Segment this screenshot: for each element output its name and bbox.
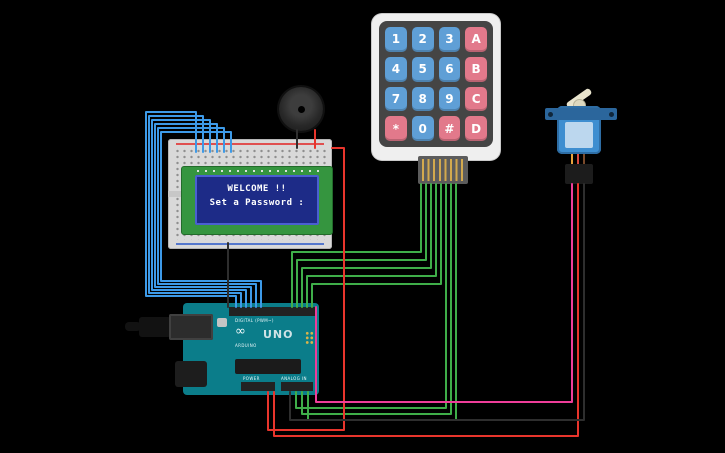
servo-screw-hole [609,111,614,117]
lcd-line-2: Set a Password : [209,198,305,208]
digital-pin-header[interactable] [229,307,315,316]
arduino-logo-icon: ∞ [235,324,246,339]
wire-keypad-5[interactable] [311,183,442,308]
wire-keypad-7[interactable] [301,183,452,415]
keypad-key-#[interactable]: # [438,116,461,141]
wire-servo-ground[interactable] [289,183,585,421]
servo-mounting-flange [545,108,617,120]
wire-lcd-2[interactable] [148,115,242,308]
wire-servo-signal[interactable] [315,183,573,403]
wire-keypad-3[interactable] [301,183,432,308]
keypad-key-8[interactable]: 8 [411,86,434,112]
keypad-key-B[interactable]: B [465,56,487,82]
wire-power-servo[interactable] [273,183,579,437]
breadboard-positive-rail [176,143,324,145]
lcd-pins [194,169,320,173]
power-jack [175,361,207,387]
servo-connector[interactable] [565,164,593,184]
analog-pins-label: ANALOG IN [281,376,307,381]
icsp-header [305,331,314,345]
power-pins-label: POWER [243,376,260,381]
keypad-key-*[interactable]: * [385,116,407,141]
usb-plug [139,317,171,337]
atmega-chip [235,359,301,374]
keypad-connector[interactable] [418,156,468,184]
keypad-key-2[interactable]: 2 [411,27,434,52]
buzzer[interactable] [279,87,323,131]
lcd-screen: WELCOME !! Set a Password : [195,175,319,225]
wire-lcd-3[interactable] [151,119,247,308]
analog-pin-header[interactable] [281,382,313,391]
keypad-key-0[interactable]: 0 [411,116,434,141]
servo-screw-hole [548,111,553,117]
wire-lcd-6[interactable] [160,131,262,308]
wire-keypad-4[interactable] [306,183,437,308]
keypad-key-C[interactable]: C [465,86,487,112]
servo-signal-lead [571,154,573,165]
wire-keypad-6[interactable] [295,183,447,409]
wire-lcd-1[interactable] [145,111,237,308]
wire-keypad-8[interactable] [307,183,457,421]
lcd-module[interactable]: WELCOME !! Set a Password : [181,166,333,235]
keypad-key-3[interactable]: 3 [438,27,461,52]
buzzer-hole [297,105,305,113]
usb-port [169,314,213,340]
keypad-key-9[interactable]: 9 [438,86,461,112]
digital-pins-label: DIGITAL (PWM~) [235,318,274,323]
keypad-key-4[interactable]: 4 [385,56,407,82]
arduino-uno[interactable]: DIGITAL (PWM~) ∞ ARDUINO UNO POWER ANALO… [125,303,319,395]
servo-label [565,122,593,148]
keypad-key-7[interactable]: 7 [385,86,407,112]
arduino-brand-label: ARDUINO [235,343,257,348]
keypad-key-5[interactable]: 5 [411,56,434,82]
wire-keypad-1[interactable] [291,183,422,308]
keypad-key-D[interactable]: D [465,116,487,141]
keypad-key-1[interactable]: 1 [385,27,407,52]
servo-ground-lead [583,154,585,165]
keypad-key-6[interactable]: 6 [438,56,461,82]
keypad-key-A[interactable]: A [465,27,487,52]
wire-keypad-2[interactable] [296,183,427,308]
usb-cable [125,322,141,331]
arduino-model-label: UNO [263,328,294,341]
reset-button[interactable] [217,318,227,327]
keypad-connector-pins [422,159,464,181]
servo-power-lead [577,154,579,165]
power-pin-header[interactable] [241,382,275,391]
lcd-line-1: WELCOME !! [227,184,287,194]
wire-power-breadboard[interactable] [267,147,345,431]
servo-motor[interactable] [543,87,619,192]
breadboard-negative-rail [176,243,324,245]
